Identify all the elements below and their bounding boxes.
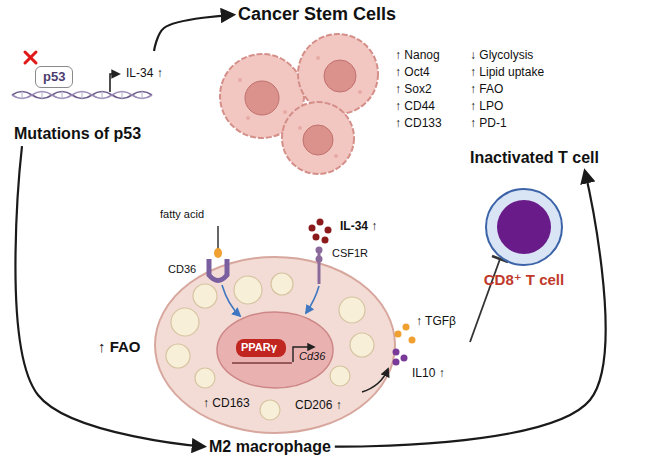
t-cell: CD8⁺ T cell — [482, 185, 566, 289]
lipid-droplets — [166, 273, 374, 420]
csf1r-domain — [316, 247, 323, 254]
annotation-label: ↑ Sox2 — [395, 82, 432, 96]
csf1r-domain — [316, 256, 323, 263]
node-text: M2 macrophage — [209, 437, 331, 456]
group-heading: Mutations of p53 p53 — [14, 50, 164, 143]
annotation-label: CD206 ↑ — [295, 398, 342, 412]
ppar-protein — [236, 339, 286, 357]
dna-rungs — [22, 91, 142, 99]
secretion-arrow — [362, 369, 388, 392]
annotation-label: fatty acid — [160, 208, 204, 221]
annotation-label: IL10 ↑ — [412, 366, 445, 380]
annotation-label: ↑ Lipid uptake — [470, 65, 544, 79]
cell-membrane — [486, 189, 562, 265]
annotation-label: Cd36 — [299, 350, 325, 363]
cd36-receptor — [209, 259, 227, 281]
cell-nucleus — [497, 200, 551, 254]
annotation-label: ↑ TGFβ — [416, 314, 456, 328]
annotation-label: CSF1R — [332, 247, 368, 260]
heading: M2 macrophage — [209, 437, 331, 456]
il34-molecules — [309, 219, 332, 244]
node-text: CD8⁺ T cell — [484, 271, 564, 289]
fatty-acid-chain — [217, 226, 219, 249]
annotation-label: ↓ Glycolysis — [470, 48, 533, 62]
annotation-label: ↑ CD163 — [203, 396, 250, 410]
annotation-label: IL-34 ↑ — [126, 66, 163, 80]
annotation-label: ↑ CD133 — [395, 116, 442, 130]
annotation-label: ↑ LPO — [470, 99, 503, 113]
node-text: p53 — [43, 69, 65, 85]
annotation-label: ↑ FAO — [470, 82, 503, 96]
node-text: Mutations of p53 — [14, 124, 164, 143]
curved-arrow — [15, 146, 204, 446]
nucleus — [217, 312, 333, 388]
dna-strand — [12, 92, 152, 99]
annotation-label: CD36 — [168, 263, 196, 276]
il10-molecules — [393, 349, 408, 366]
signal-arrow — [306, 286, 319, 313]
annotation-label: IL-34 ↑ — [340, 219, 377, 233]
dna-strand — [12, 92, 152, 99]
annotation-label: PPARγ — [241, 341, 277, 354]
annotation-label: ↑ Nanog — [395, 48, 440, 62]
annotation-label: ↑ Oct4 — [395, 65, 430, 79]
curved-arrow — [154, 15, 233, 51]
curved-arrow — [335, 171, 606, 446]
transcription-arrow — [110, 74, 119, 92]
mutation-cross — [25, 52, 36, 63]
annotation-label: ↑ CD44 — [395, 99, 435, 113]
annotation-label: ↑ PD-1 — [470, 116, 507, 130]
gene-line — [232, 362, 292, 364]
annotation-label: ↑ FAO — [98, 338, 141, 356]
macrophage-body — [155, 257, 395, 433]
fatty-acid-head — [214, 248, 222, 258]
heading: Inactivated T cell — [470, 148, 599, 167]
t-cell-outline — [482, 185, 566, 269]
tgfb-molecules — [395, 324, 416, 344]
cancer-stem-cells — [220, 34, 378, 174]
heading: Cancer Stem Cells — [238, 4, 396, 26]
gene-box: p53 — [35, 66, 73, 88]
node-text: Cancer Stem Cells — [238, 4, 396, 26]
node-text: Inactivated T cell — [470, 148, 599, 167]
signal-arrow — [222, 285, 240, 316]
